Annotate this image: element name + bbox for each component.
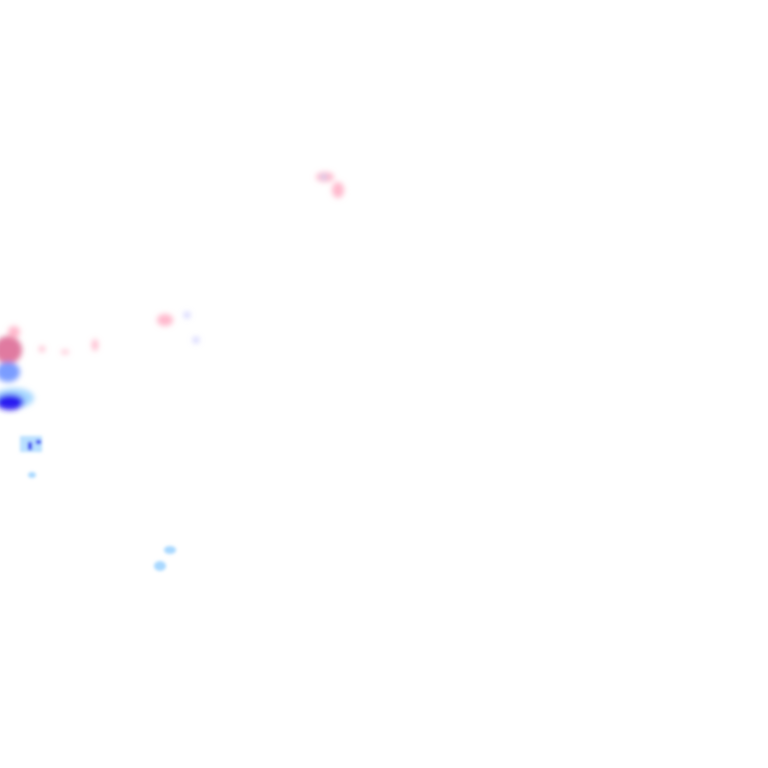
precip-cell-central — [157, 312, 199, 343]
precip-cell-north — [316, 172, 344, 198]
precip-cell-southwest — [20, 436, 42, 478]
precip-cell-south — [154, 546, 176, 571]
precip-cell-west — [0, 326, 98, 410]
